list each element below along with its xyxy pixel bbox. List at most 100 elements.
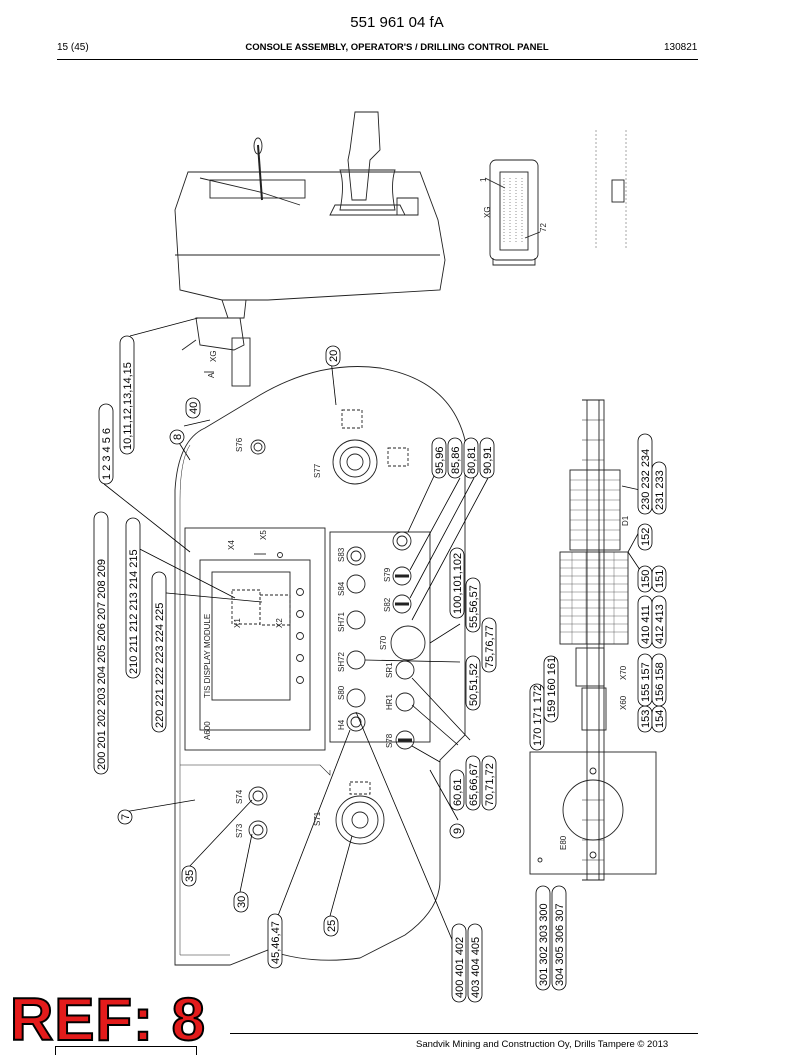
label-hr1: HR1: [385, 693, 394, 710]
callout-75-77: 75,76,77: [481, 617, 497, 673]
callout-400-402: 400 401 402: [451, 923, 467, 1003]
svg-text:60,61: 60,61: [452, 778, 464, 806]
label-x1: X1: [233, 618, 242, 628]
svg-text:8: 8: [172, 434, 184, 440]
svg-text:230 232 234: 230 232 234: [640, 449, 652, 510]
header-rule: [57, 59, 698, 60]
svg-text:10,11,12,13,14,15: 10,11,12,13,14,15: [122, 362, 134, 450]
svg-text:210 211 212 213 214 215: 210 211 212 213 214 215: [128, 549, 140, 674]
label-h4: H4: [337, 719, 346, 730]
svg-text:95,96: 95,96: [434, 446, 446, 474]
label-sh71: SH71: [337, 611, 346, 632]
callout-65-67: 65,66,67: [465, 755, 481, 811]
svg-text:152: 152: [640, 528, 652, 546]
label-x5: X5: [259, 530, 268, 540]
label-pin-1: 1: [479, 177, 488, 182]
callout-1-6: 1 2 3 4 5 6: [98, 403, 114, 485]
label-sr1: SR1: [385, 662, 394, 678]
label-s77: S77: [313, 463, 322, 478]
callout-7: 7: [117, 809, 133, 825]
callout-9: 9: [449, 823, 465, 839]
callout-230-234: 230 232 234: [637, 433, 653, 515]
label-s71: S71: [313, 811, 322, 826]
svg-text:7: 7: [120, 814, 132, 820]
label-pin-72: 72: [539, 223, 548, 232]
callout-200-209: 200 201 202 203 204 205 206 207 208 209: [93, 511, 109, 775]
page-number: 15 (45): [57, 42, 89, 53]
label-s78: S78: [385, 733, 394, 748]
callout-403-405: 403 404 405: [467, 923, 483, 1003]
callout-152: 152: [637, 523, 653, 551]
label-d1: D1: [621, 515, 630, 526]
svg-text:412 413: 412 413: [654, 604, 666, 644]
svg-text:153: 153: [640, 710, 652, 728]
label-s73: S73: [235, 823, 244, 838]
callout-159-161: 159 160 161: [543, 655, 559, 723]
label-x2: X2: [275, 618, 284, 628]
label-s84: S84: [337, 581, 346, 596]
label-s70: S70: [379, 635, 388, 650]
callout-220-225: 220 221 222 223 224 225: [151, 571, 167, 733]
label-s82: S82: [383, 597, 392, 612]
svg-text:304 305 306 307: 304 305 306 307: [554, 903, 566, 986]
label-xg: XG: [209, 350, 218, 362]
svg-text:155 157: 155 157: [640, 662, 652, 702]
svg-text:1 2 3 4 5 6: 1 2 3 4 5 6: [101, 428, 113, 480]
page-title: CONSOLE ASSEMBLY, OPERATOR'S / DRILLING …: [245, 42, 549, 53]
callout-50-52: 50,51,52: [465, 655, 481, 711]
callout-100-102: 100,101,102: [449, 547, 465, 619]
reference-stamp: REF: 8: [9, 985, 207, 1054]
callout-40: 40: [185, 397, 201, 419]
label-s76: S76: [235, 437, 244, 452]
svg-text:90,91: 90,91: [482, 446, 494, 474]
svg-text:50,51,52: 50,51,52: [468, 663, 480, 706]
callout-45-47: 45,46,47: [267, 913, 283, 969]
label-s83: S83: [337, 547, 346, 562]
svg-text:410 411: 410 411: [640, 605, 652, 644]
svg-text:25: 25: [326, 920, 338, 932]
callout-300-303: 301 302 303 300: [535, 885, 551, 991]
label-xg-view: XG: [483, 206, 492, 218]
svg-text:150: 150: [640, 570, 652, 588]
document-date: 130821: [664, 42, 698, 53]
svg-text:400 401 402: 400 401 402: [454, 937, 466, 998]
svg-text:200 201 202 203 204 205 206 20: 200 201 202 203 204 205 206 207 208 209: [96, 559, 108, 770]
callout-20: 20: [325, 345, 341, 367]
callout-95-96: 95,96: [431, 437, 447, 479]
svg-text:231 233: 231 233: [654, 470, 666, 510]
callout-60-61: 60,61: [449, 769, 465, 811]
callout-25: 25: [323, 915, 339, 937]
footer-copyright: Sandvik Mining and Construction Oy, Dril…: [416, 1039, 669, 1050]
svg-text:65,66,67: 65,66,67: [468, 763, 480, 806]
label-s79: S79: [383, 567, 392, 582]
svg-text:20: 20: [328, 350, 340, 362]
label-s74: S74: [235, 789, 244, 804]
callout-170-172: 170 171 172: [529, 683, 545, 751]
svg-text:70,71,72: 70,71,72: [484, 763, 496, 806]
svg-text:45,46,47: 45,46,47: [270, 921, 282, 964]
callout-153: 153: [637, 705, 653, 733]
label-sh72: SH72: [337, 651, 346, 672]
document-code: 551 961 04 fA: [350, 14, 444, 31]
callout-80-81: 80,81: [463, 437, 479, 479]
label-x70: X70: [619, 665, 628, 680]
svg-text:220 221 222 223 224 225: 220 221 222 223 224 225: [154, 603, 166, 728]
label-a600: A600: [203, 721, 212, 740]
svg-text:159 160 161: 159 160 161: [546, 657, 558, 718]
svg-text:85,86: 85,86: [450, 446, 462, 474]
reference-stamp-underline: [55, 1046, 197, 1055]
svg-text:35: 35: [184, 870, 196, 882]
footer-rule: [230, 1033, 698, 1034]
callout-30: 30: [233, 891, 249, 913]
svg-text:80,81: 80,81: [466, 446, 478, 474]
callout-35: 35: [181, 865, 197, 887]
label-x4: X4: [227, 540, 236, 550]
callout-150: 150: [637, 565, 653, 593]
callout-55-57: 55,56,57: [465, 577, 481, 633]
svg-text:100,101,102: 100,101,102: [452, 553, 464, 614]
label-x60: X60: [619, 695, 628, 710]
svg-text:55,56,57: 55,56,57: [468, 585, 480, 628]
